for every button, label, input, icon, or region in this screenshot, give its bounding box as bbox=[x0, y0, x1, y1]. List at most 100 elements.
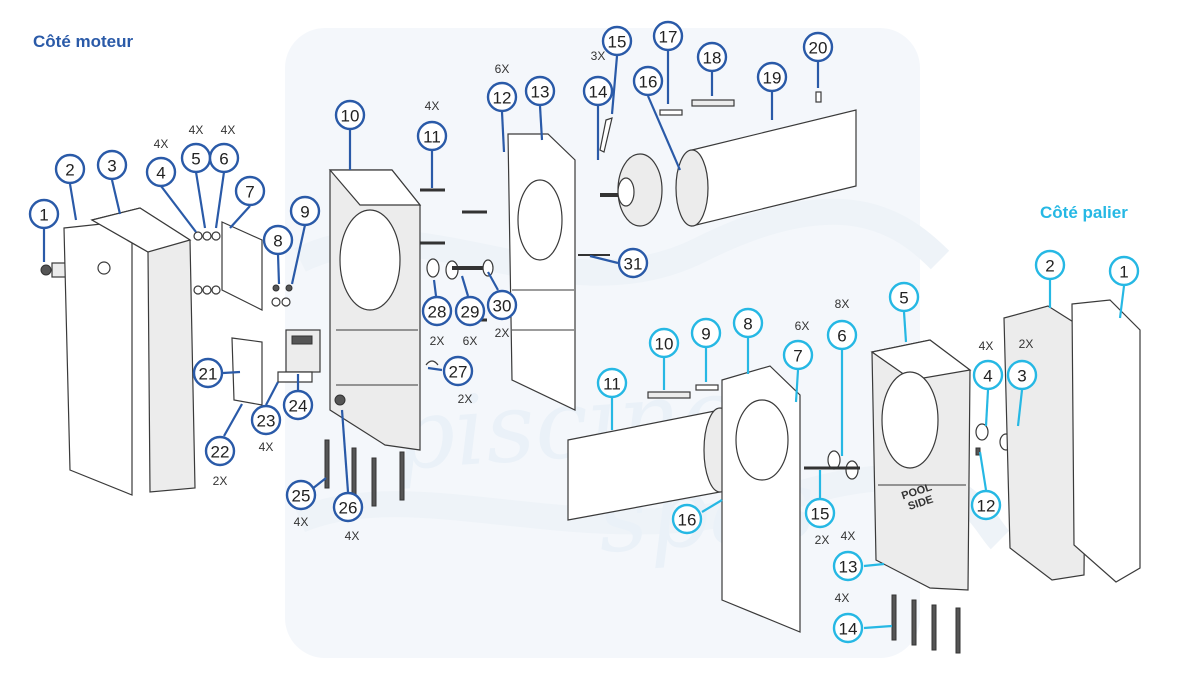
motor-callout-24: 24 bbox=[282, 389, 314, 421]
motor-callout-4: 4 bbox=[145, 156, 177, 188]
motor-callout-25: 25 bbox=[285, 479, 317, 511]
motor-callout-circle-16 bbox=[632, 65, 664, 97]
motor-callout-21: 21 bbox=[192, 357, 224, 389]
bearing-callout-number-12: 12 bbox=[977, 497, 996, 516]
motor-callout-number-6: 6 bbox=[219, 150, 228, 169]
bearing-callout-number-15: 15 bbox=[811, 505, 830, 524]
motor-callout-7: 7 bbox=[234, 175, 266, 207]
motor-callout-circle-9 bbox=[289, 195, 321, 227]
bearing-callout-circle-15 bbox=[804, 497, 836, 529]
motor-callout-circle-26 bbox=[332, 491, 364, 523]
motor-callout-number-11: 11 bbox=[423, 128, 441, 147]
motor-callout-number-30: 30 bbox=[493, 297, 512, 316]
motor-callout-28: 28 bbox=[421, 295, 453, 327]
motor-callout-circle-7 bbox=[234, 175, 266, 207]
bearing-callout-number-14: 14 bbox=[839, 620, 858, 639]
bearing-callout-circle-9 bbox=[690, 317, 722, 349]
motor-callout-circle-10 bbox=[334, 99, 366, 131]
motor-callout-16: 16 bbox=[632, 65, 664, 97]
motor-callout-number-17: 17 bbox=[659, 28, 678, 47]
motor-quantity-22: 2X bbox=[213, 474, 228, 488]
bearing-callout-circle-8 bbox=[732, 307, 764, 339]
bearing-callout-15: 15 bbox=[804, 497, 836, 529]
motor-quantity-26: 4X bbox=[345, 529, 360, 543]
part-tube bbox=[675, 109, 857, 227]
bearing-callout-14: 14 bbox=[832, 612, 864, 644]
motor-callout-number-19: 19 bbox=[763, 69, 782, 88]
bearing-callout-number-2: 2 bbox=[1045, 257, 1054, 276]
motor-callout-15: 15 bbox=[601, 25, 633, 57]
bearing-callout-number-16: 16 bbox=[678, 511, 697, 530]
part-motor-housing bbox=[328, 169, 422, 451]
bearing-callout-4: 4 bbox=[972, 359, 1004, 391]
motor-callout-number-4: 4 bbox=[156, 164, 165, 183]
motor-callout-30: 30 bbox=[486, 289, 518, 321]
bearing-callout-circle-12 bbox=[970, 489, 1002, 521]
motor-quantity-29: 6X bbox=[463, 334, 478, 348]
motor-callout-10: 10 bbox=[334, 99, 366, 131]
bearing-quantity-4: 4X bbox=[979, 339, 994, 353]
motor-callout-number-31: 31 bbox=[624, 255, 643, 274]
motor-callout-number-13: 13 bbox=[531, 83, 550, 102]
motor-callout-9: 9 bbox=[289, 195, 321, 227]
part-front-cover bbox=[63, 221, 133, 496]
bearing-callout-7: 7 bbox=[782, 339, 814, 371]
bearing-callout-3: 3 bbox=[1006, 359, 1038, 391]
bearing-callout-5: 5 bbox=[888, 281, 920, 313]
motor-callout-number-8: 8 bbox=[273, 232, 282, 251]
motor-callout-number-29: 29 bbox=[461, 303, 480, 322]
motor-callout-17: 17 bbox=[652, 20, 684, 52]
part-bearing-long-screws bbox=[891, 594, 961, 654]
bearing-callout-number-10: 10 bbox=[655, 335, 674, 354]
bearing-callout-circle-13 bbox=[832, 550, 864, 582]
motor-quantity-12: 6X bbox=[495, 62, 510, 76]
bearing-callout-circle-2 bbox=[1034, 249, 1066, 281]
part-bearing-hardware bbox=[804, 450, 860, 480]
part-bearing-housing: POOLSIDE bbox=[870, 339, 972, 591]
motor-callout-13: 13 bbox=[524, 75, 556, 107]
motor-callout-circle-4 bbox=[145, 156, 177, 188]
bearing-quantity-7: 6X bbox=[795, 319, 810, 333]
bearing-callout-number-11: 11 bbox=[603, 375, 621, 394]
bearing-callout-number-4: 4 bbox=[983, 367, 992, 386]
motor-callout-circle-20 bbox=[802, 31, 834, 63]
motor-quantity-11: 4X bbox=[425, 99, 440, 113]
bearing-callout-number-8: 8 bbox=[743, 315, 752, 334]
bearing-side-parts: POOLSIDE bbox=[567, 299, 1141, 654]
motor-callout-number-22: 22 bbox=[211, 443, 230, 462]
bearing-callout-circle-5 bbox=[888, 281, 920, 313]
motor-quantity-28: 2X bbox=[430, 334, 445, 348]
motor-callout-23: 23 bbox=[250, 404, 282, 436]
motor-callout-19: 19 bbox=[756, 61, 788, 93]
bearing-callout-number-7: 7 bbox=[793, 347, 802, 366]
bearing-callout-8: 8 bbox=[732, 307, 764, 339]
bearing-callout-circle-1 bbox=[1108, 255, 1140, 287]
motor-callout-circle-31 bbox=[617, 247, 649, 279]
motor-callout-circle-6 bbox=[208, 142, 240, 174]
motor-callout-circle-21 bbox=[192, 357, 224, 389]
motor-callout-number-18: 18 bbox=[703, 49, 722, 68]
bearing-quantity-15: 2X bbox=[815, 533, 830, 547]
bearing-callout-number-6: 6 bbox=[837, 327, 846, 346]
part-flange bbox=[600, 153, 663, 227]
motor-callout-circle-22 bbox=[204, 435, 236, 467]
leader-lines bbox=[42, 51, 1126, 630]
bearing-callout-number-1: 1 bbox=[1119, 263, 1128, 282]
motor-callout-20: 20 bbox=[802, 31, 834, 63]
bearing-callout-circle-6 bbox=[826, 319, 858, 351]
bearing-callout-circle-16 bbox=[671, 503, 703, 535]
motor-callout-number-24: 24 bbox=[289, 397, 308, 416]
bearing-callout-circle-11 bbox=[596, 367, 628, 399]
motor-callout-number-28: 28 bbox=[428, 303, 447, 322]
bearing-callout-circle-14 bbox=[832, 612, 864, 644]
motor-callout-12: 12 bbox=[486, 81, 518, 113]
bearing-callout-6: 6 bbox=[826, 319, 858, 351]
bearing-callout-number-13: 13 bbox=[839, 558, 858, 577]
motor-callout-22: 22 bbox=[204, 435, 236, 467]
motor-callout-number-27: 27 bbox=[449, 363, 468, 382]
bearing-callout-circle-4 bbox=[972, 359, 1004, 391]
motor-callout-number-7: 7 bbox=[245, 183, 254, 202]
